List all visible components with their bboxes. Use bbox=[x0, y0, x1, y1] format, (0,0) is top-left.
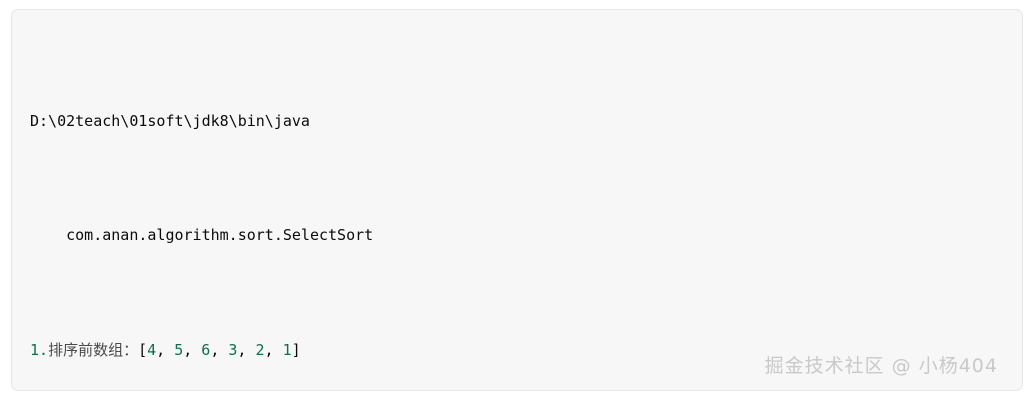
before-array-close-bracket: ] bbox=[291, 340, 301, 359]
before-sort-label: 排序前数组： bbox=[48, 340, 139, 359]
array-separator: , bbox=[156, 340, 175, 359]
console-text-area[interactable]: D:\02teach\01soft\jdk8\bin\java com.anan… bbox=[30, 21, 1022, 390]
java-command-text: D:\02teach\01soft\jdk8\bin\java bbox=[30, 111, 310, 130]
main-class-text: com.anan.algorithm.sort.SelectSort bbox=[30, 226, 374, 245]
before-array-values: 4, 5, 6, 3, 2, 1 bbox=[147, 341, 292, 359]
array-item: 4 bbox=[147, 340, 157, 359]
array-separator: , bbox=[210, 340, 229, 359]
array-separator: , bbox=[237, 340, 256, 359]
console-output-panel[interactable]: D:\02teach\01soft\jdk8\bin\java com.anan… bbox=[11, 9, 1023, 391]
array-item: 3 bbox=[228, 340, 238, 359]
array-item: 5 bbox=[174, 340, 184, 359]
array-separator: , bbox=[183, 340, 202, 359]
array-item: 1 bbox=[282, 340, 292, 359]
before-array-open-bracket: [ bbox=[138, 340, 148, 359]
array-item: 6 bbox=[201, 340, 211, 359]
array-separator: , bbox=[264, 340, 283, 359]
before-sort-index: 1. bbox=[30, 340, 49, 359]
watermark-text: 掘金技术社区 @ 小杨404 bbox=[764, 355, 998, 377]
array-item: 2 bbox=[255, 340, 265, 359]
console-line-main-class: com.anan.algorithm.sort.SelectSort bbox=[30, 221, 1022, 250]
console-line-command: D:\02teach\01soft\jdk8\bin\java bbox=[30, 107, 1022, 136]
console-line-before-sort: 1.排序前数组：[4, 5, 6, 3, 2, 1] bbox=[30, 336, 1022, 365]
